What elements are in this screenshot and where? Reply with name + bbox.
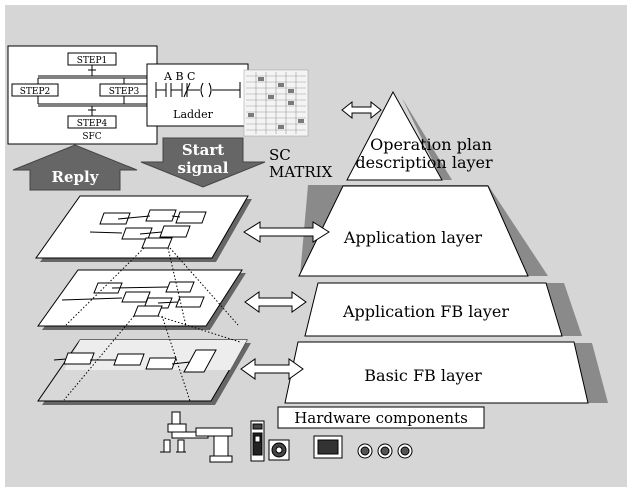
sfc-step4: STEP4	[77, 119, 108, 129]
reply-arrow	[12, 144, 138, 191]
ladder-contacts: A B C	[163, 70, 195, 83]
robot-arm-icon	[160, 411, 233, 463]
pyramid-basic-fb-label: Basic FB layer	[364, 366, 482, 385]
sc-matrix-line2: MATRIX	[269, 163, 333, 181]
sc-matrix-thumbnail	[243, 69, 309, 137]
sc-matrix-line1: SC	[269, 146, 291, 164]
start-signal-line2: signal	[178, 159, 229, 177]
ladder-panel	[146, 63, 249, 127]
sfc-step1: STEP1	[77, 56, 108, 66]
double-arrow-operation-plan	[341, 100, 382, 120]
ladder-caption: Ladder	[173, 108, 213, 121]
sensor-icons	[357, 443, 413, 459]
double-arrow-application	[243, 221, 330, 243]
pyramid-top-line2: description layer	[355, 153, 493, 172]
pyramid-top-line1: Operation plan	[370, 135, 492, 154]
pyramid-layer-application	[298, 185, 548, 277]
pyramid-layer-application-fb	[304, 282, 582, 337]
double-arrow-application-fb	[244, 291, 307, 313]
sfc-panel	[7, 45, 158, 145]
sfc-step2: STEP2	[20, 87, 51, 97]
pyramid	[284, 90, 608, 404]
projection-lines	[63, 247, 241, 402]
plane-application-fb	[37, 269, 246, 330]
reply-label: Reply	[52, 168, 100, 186]
pyramid-application-label: Application layer	[343, 228, 483, 247]
plane-basic-fb	[37, 339, 251, 405]
hardware-label-box	[277, 406, 485, 429]
display-panel-icon	[313, 435, 343, 459]
servo-drive-icon	[250, 420, 290, 462]
start-signal-line1: Start	[182, 141, 224, 159]
sfc-caption: SFC	[82, 132, 101, 142]
pyramid-layer-basic-fb	[284, 341, 608, 404]
hardware-label: Hardware components	[294, 409, 468, 427]
pyramid-layer-operation-plan	[346, 90, 452, 181]
pyramid-application-fb-label: Application FB layer	[342, 302, 509, 321]
double-arrow-basic-fb	[240, 358, 304, 380]
sfc-step3: STEP3	[109, 87, 140, 97]
start-signal-arrow	[140, 137, 266, 188]
plane-application	[35, 195, 252, 262]
